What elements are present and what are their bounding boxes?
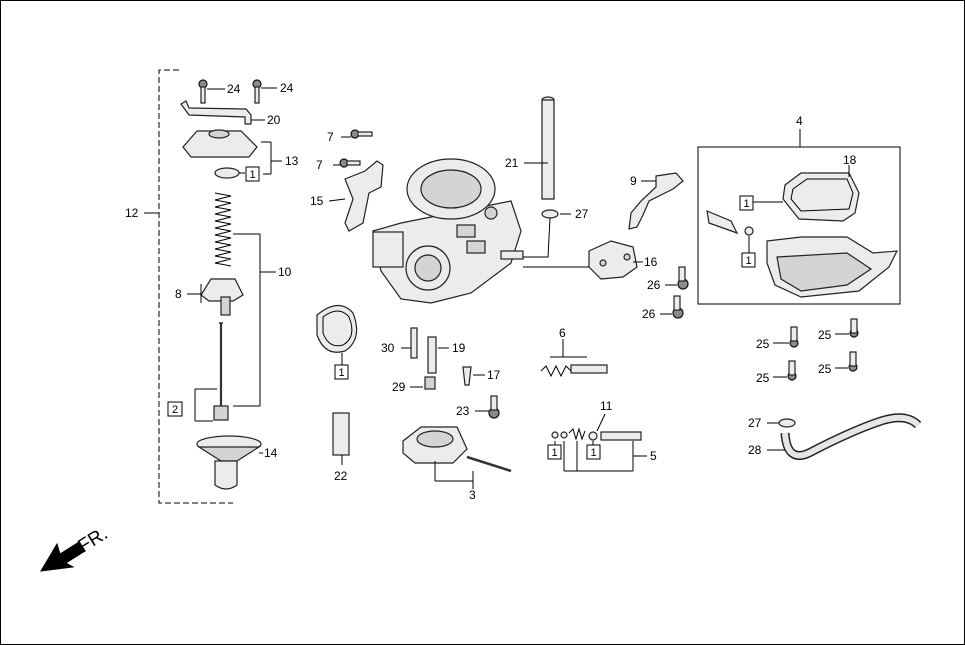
callout-24-left: 24 xyxy=(227,82,241,96)
callout-10: 10 xyxy=(278,265,292,279)
qty-box-oring: 1 xyxy=(334,364,349,380)
bolt-24-right xyxy=(252,79,277,104)
callout-18: 18 xyxy=(843,153,857,167)
screw-23 xyxy=(475,395,500,419)
qty-box-gasket: 1 xyxy=(739,195,754,211)
callout-28: 28 xyxy=(748,443,762,457)
qty-box-13: 1 xyxy=(245,166,260,182)
callout-17: 17 xyxy=(487,368,501,382)
vent-tube-21 xyxy=(524,96,555,200)
screw-25-c xyxy=(773,360,797,381)
choke-cable-9 xyxy=(628,172,684,230)
qty-box-bowl-text: 1 xyxy=(745,255,751,267)
mixture-screw-5 xyxy=(551,413,647,472)
callout-14: 14 xyxy=(264,446,278,460)
spring xyxy=(214,192,232,267)
qty-box-5b-text: 1 xyxy=(590,447,596,459)
top-cover-13 xyxy=(182,129,282,179)
bracket-10 xyxy=(233,233,276,407)
callout-15: 15 xyxy=(310,194,324,208)
bracket-20 xyxy=(180,100,265,125)
float-bowl-group-4 xyxy=(697,129,901,305)
callout-6: 6 xyxy=(559,326,566,340)
assembly-bracket-12 xyxy=(144,69,233,504)
callout-12: 12 xyxy=(125,206,139,220)
qty-box-2-text: 2 xyxy=(172,404,178,416)
callout-27-lower: 27 xyxy=(748,416,762,430)
qty-box-13-text: 1 xyxy=(249,169,255,181)
bolt-7-lower xyxy=(333,158,361,168)
screw-25-b xyxy=(835,318,859,338)
carburetor-body xyxy=(372,158,524,304)
needle-holder-8 xyxy=(187,278,244,316)
callout-23: 23 xyxy=(456,404,470,418)
drain-hose-28 xyxy=(767,413,922,460)
idle-screw-6 xyxy=(540,339,608,378)
clip-27-lower xyxy=(767,418,796,428)
bracket-15 xyxy=(328,160,384,232)
qty-box-5b: 1 xyxy=(586,444,601,460)
qty-box-5a: 1 xyxy=(547,444,562,460)
screw-26-lower xyxy=(660,295,684,319)
callout-7-upper: 7 xyxy=(327,130,334,144)
o-ring-27-upper xyxy=(523,209,571,258)
qty-box-bowl: 1 xyxy=(741,252,756,268)
callout-16: 16 xyxy=(644,255,658,269)
callout-22: 22 xyxy=(334,469,348,483)
callout-25-d: 25 xyxy=(818,362,832,376)
callout-25-b: 25 xyxy=(818,328,832,342)
choke-plate-16 xyxy=(523,240,643,280)
callout-13: 13 xyxy=(285,154,299,168)
bolt-7-upper xyxy=(341,129,373,139)
main-jet-29 xyxy=(410,376,436,390)
float-3 xyxy=(402,426,512,489)
qty-box-2: 2 xyxy=(167,401,183,417)
callout-21: 21 xyxy=(505,156,519,170)
callout-8: 8 xyxy=(175,287,182,301)
qty-box-gasket-text: 1 xyxy=(743,198,749,210)
callout-9: 9 xyxy=(630,174,637,188)
bolt-24-left xyxy=(198,79,225,104)
callout-25-a: 25 xyxy=(756,337,770,351)
callout-24-right: 24 xyxy=(280,81,294,95)
callout-29: 29 xyxy=(392,380,406,394)
needle-jet-19 xyxy=(427,336,449,374)
screw-26-upper xyxy=(665,266,689,290)
float-chamber-o-ring xyxy=(316,304,358,365)
callout-5: 5 xyxy=(650,449,657,463)
pilot-screw-30 xyxy=(401,327,418,359)
qty-box-5a-text: 1 xyxy=(551,447,557,459)
valve-17 xyxy=(462,366,485,386)
callout-26-upper: 26 xyxy=(647,278,661,292)
callout-27-upper: 27 xyxy=(575,207,589,221)
callout-11: 11 xyxy=(600,399,613,413)
front-direction-arrow xyxy=(40,541,86,572)
callout-30: 30 xyxy=(381,341,395,355)
diaphragm-piston-14 xyxy=(196,435,263,490)
qty-box-oring-text: 1 xyxy=(338,367,344,379)
callout-4: 4 xyxy=(796,114,803,128)
callout-3: 3 xyxy=(469,488,476,502)
screw-25-a xyxy=(773,326,799,348)
jet-needle xyxy=(194,322,229,422)
part-22 xyxy=(332,412,350,465)
callout-19: 19 xyxy=(452,341,466,355)
callout-20: 20 xyxy=(267,113,281,127)
callout-25-c: 25 xyxy=(756,371,770,385)
callout-26-lower: 26 xyxy=(642,307,656,321)
screw-25-d xyxy=(835,351,858,372)
callout-7-lower: 7 xyxy=(316,158,323,172)
